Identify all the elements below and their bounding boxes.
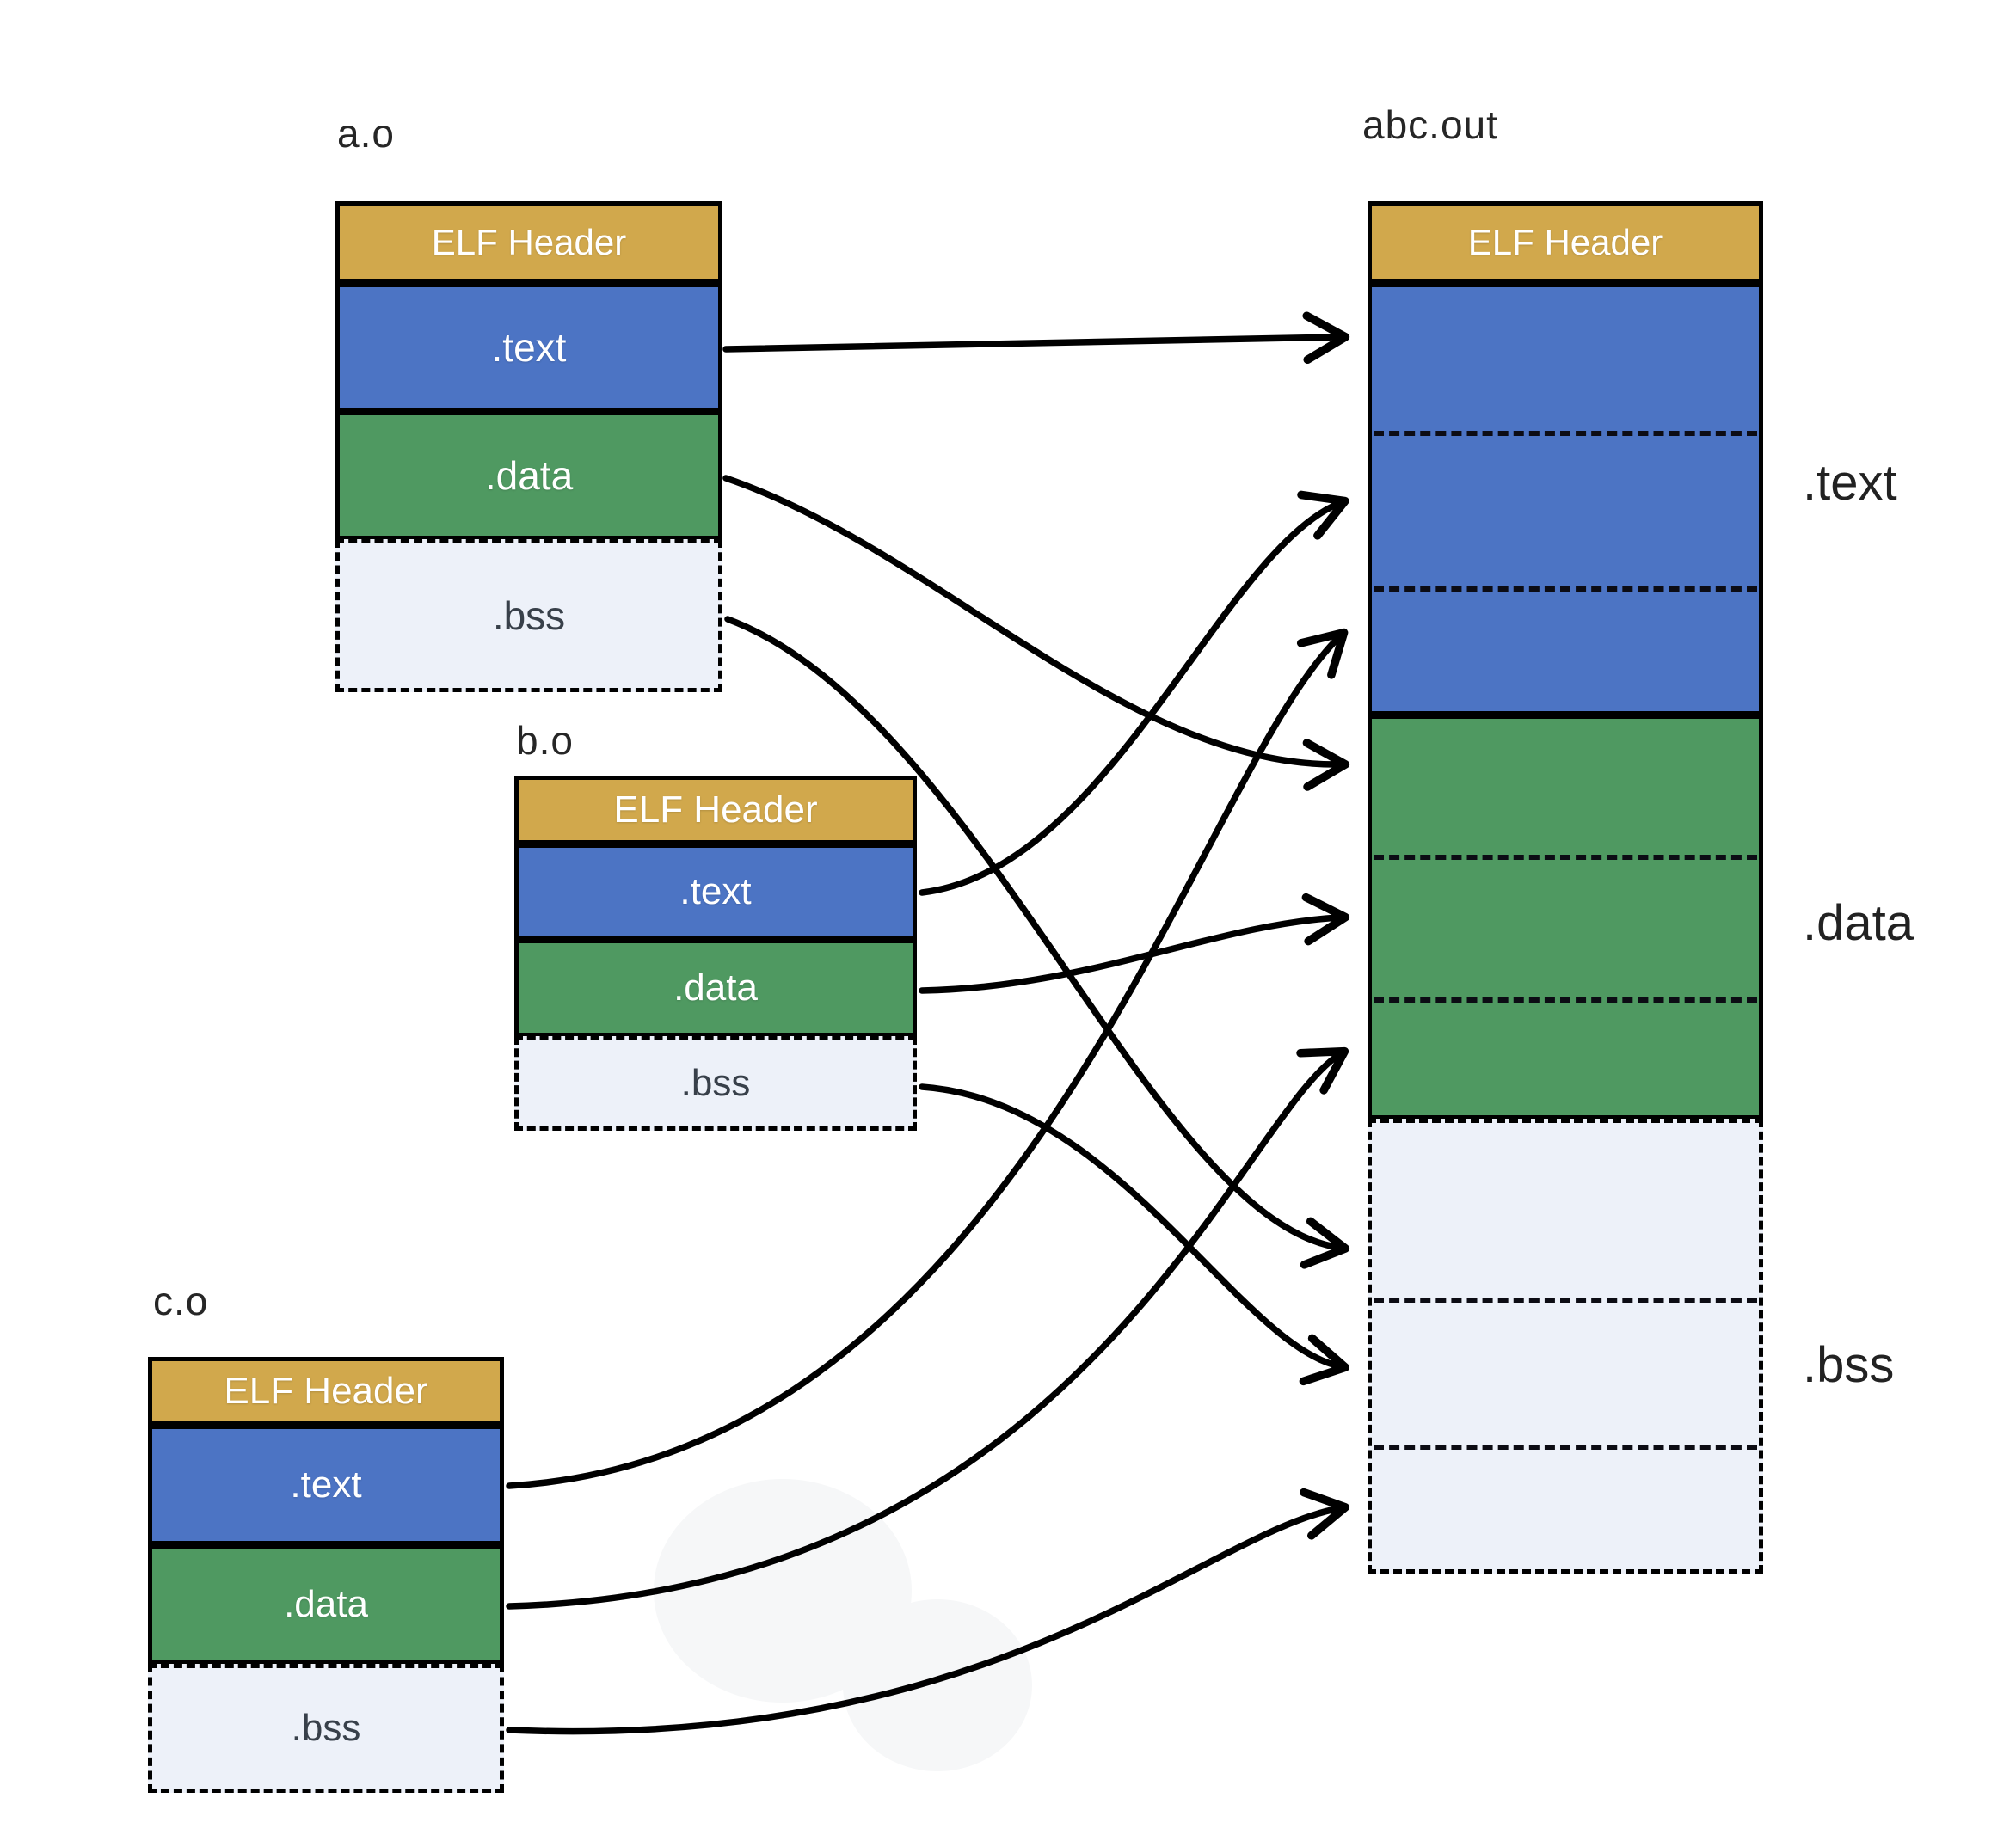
file-a-bss-label: .bss [492, 593, 566, 638]
file-a-elf-header-label: ELF Header [431, 222, 627, 262]
output-elf-header-section: ELF Header [1368, 201, 1763, 284]
file-b-text-section: .text [514, 844, 917, 940]
output-label: abc.out [1362, 102, 1498, 147]
output-bss-side-label: .bss [1803, 1337, 1895, 1393]
file-a-text-section: .text [335, 283, 722, 412]
file-a-bss-section: .bss [335, 539, 722, 692]
file-b-box: ELF Header .text .data .bss [514, 776, 917, 1131]
file-a-elf-header-section: ELF Header [335, 201, 722, 284]
watermark-blob [843, 1599, 1032, 1771]
file-a-label: a.o [337, 111, 395, 156]
file-a-box: ELF Header .text .data .bss [335, 201, 722, 692]
bss-section-divider [1374, 1445, 1757, 1450]
file-c-data-label: .data [284, 1583, 368, 1625]
data-section-divider [1374, 855, 1757, 860]
output-text-section [1368, 283, 1763, 715]
arrow-c-data-to-out-data [506, 1046, 1349, 1610]
file-c-label: c.o [153, 1279, 209, 1323]
text-section-divider [1374, 586, 1757, 592]
output-elf-header-label: ELF Header [1467, 222, 1663, 262]
data-section-divider [1374, 997, 1757, 1003]
file-b-bss-label: .bss [680, 1062, 751, 1104]
output-data-side-label: .data [1803, 895, 1914, 951]
file-c-elf-header-section: ELF Header [148, 1357, 504, 1426]
arrow-a-data-to-out-data [722, 475, 1350, 791]
file-c-box: ELF Header .text .data .bss [148, 1357, 504, 1793]
arrow-b-text-to-out-text [919, 490, 1349, 896]
file-b-data-label: .data [673, 966, 758, 1009]
file-c-text-label: .text [290, 1463, 362, 1506]
arrow-b-bss-to-out-bss [919, 1083, 1350, 1386]
file-a-data-section: .data [335, 411, 722, 540]
file-c-bss-label: .bss [291, 1707, 361, 1749]
output-text-side-label: .text [1803, 455, 1897, 511]
file-c-bss-section: .bss [148, 1664, 504, 1793]
arrow-a-text-to-out-text [722, 311, 1350, 365]
arrow-b-data-to-out-data [919, 893, 1350, 994]
file-a-data-label: .data [484, 453, 574, 498]
output-bss-section [1368, 1119, 1763, 1574]
file-c-elf-header-label: ELF Header [224, 1370, 428, 1412]
output-data-section [1368, 715, 1763, 1120]
file-c-text-section: .text [148, 1425, 504, 1545]
file-b-text-label: .text [679, 870, 752, 912]
file-b-elf-header-label: ELF Header [613, 789, 818, 831]
file-b-data-section: .data [514, 939, 917, 1037]
file-b-elf-header-section: ELF Header [514, 776, 917, 844]
file-c-data-section: .data [148, 1544, 504, 1665]
file-b-label: b.o [516, 718, 574, 763]
bss-section-divider [1374, 1298, 1757, 1303]
output-box: ELF Header [1368, 201, 1763, 1574]
file-a-text-label: .text [491, 325, 567, 370]
text-section-divider [1374, 431, 1757, 436]
file-b-bss-section: .bss [514, 1036, 917, 1131]
